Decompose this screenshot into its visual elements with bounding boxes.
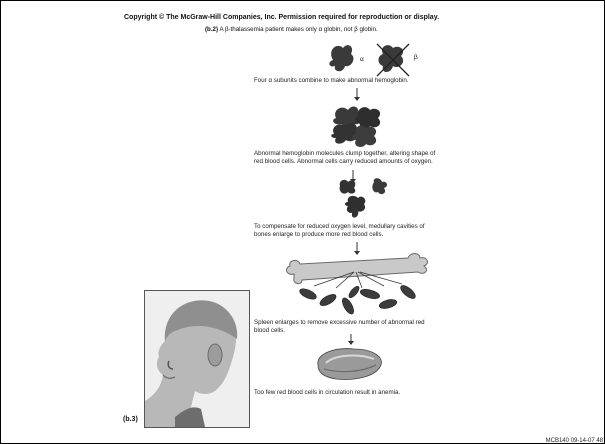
- patient-photo: [144, 290, 250, 428]
- arrow-down-icon: [352, 88, 362, 102]
- step-3-text: To compensate for reduced oxygen level, …: [254, 223, 439, 238]
- child-profile-illustration: [145, 291, 249, 427]
- beta-label: β: [414, 54, 418, 61]
- photo-label: (b.3): [123, 416, 138, 423]
- abnormal-hemoglobin-illustration: [330, 104, 384, 148]
- figure-label: (b.2): [205, 26, 218, 33]
- figure-header: (b.2) A β-thalassemia patient makes only…: [205, 26, 378, 33]
- enlarged-spleen-illustration: [314, 345, 386, 383]
- step-4-text: Spleen enlarges to remove excessive numb…: [254, 319, 439, 334]
- step-2-text: Abnormal hemoglobin molecules clump toge…: [254, 150, 439, 165]
- bone-and-red-blood-cells-illustration: [284, 252, 434, 314]
- alpha-label: α: [360, 56, 364, 63]
- step-5-text: Too few red blood cells in circulation r…: [254, 389, 439, 397]
- clumped-hemoglobin-illustration: [334, 178, 392, 220]
- alpha-globin-shape: [329, 45, 353, 71]
- globin-subunits-illustration: [325, 40, 420, 80]
- step-1-text: Four α subunits combine to make abnormal…: [254, 77, 439, 85]
- figure-caption: A β-thalassemia patient makes only α glo…: [219, 26, 377, 33]
- enlarged-bone: [287, 254, 428, 284]
- sickle-red-blood-cells: [298, 283, 417, 316]
- slide-footer: MCB140 09-14-07 48: [546, 438, 603, 444]
- copyright-notice: Copyright © The McGraw-Hill Companies, I…: [124, 14, 574, 21]
